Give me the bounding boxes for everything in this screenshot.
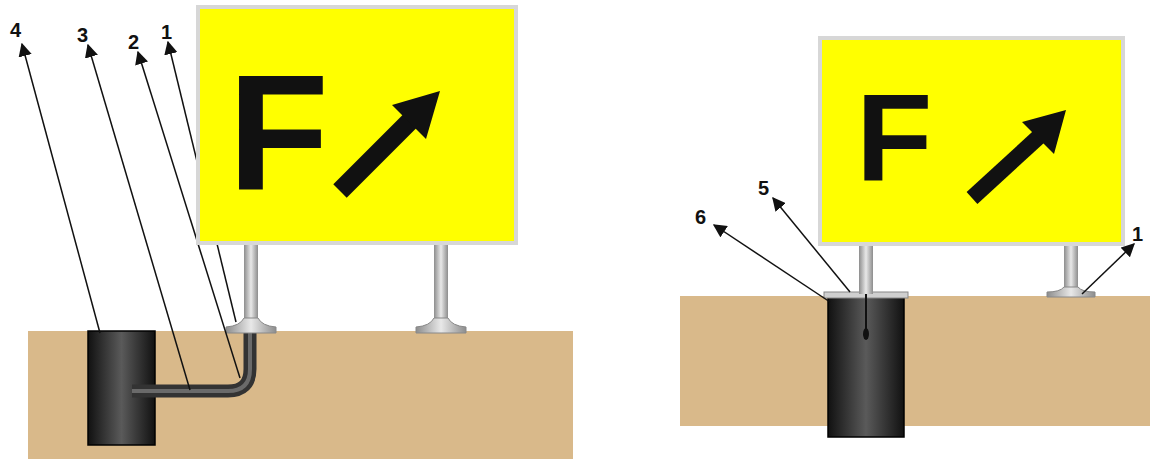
sign-letter: F [228,51,329,216]
cable-plug [863,328,869,340]
conduit-shine [132,328,250,391]
callout-number: 3 [77,25,88,45]
post [244,243,258,323]
callout-number: 2 [128,32,139,52]
post [1064,245,1078,291]
ground [28,331,573,459]
conduit [132,328,250,391]
ground [680,296,1150,426]
frangible-flange [226,318,276,333]
callout-number: 1 [161,22,172,42]
callout-number: 4 [10,20,21,40]
leader-line [22,44,100,333]
callout-number: 5 [758,178,769,198]
callout-number: 1 [1132,224,1143,244]
post [434,243,448,323]
frangible-flange [416,318,466,333]
leader-line [714,225,830,302]
sign-letter: F [856,74,932,199]
leader-line [88,45,190,390]
sign-panel: F [196,5,518,245]
sign-panel: F [818,36,1125,246]
post [859,245,873,294]
callout-number: 6 [695,207,706,227]
cable [865,294,867,330]
leader-line [1082,244,1134,294]
